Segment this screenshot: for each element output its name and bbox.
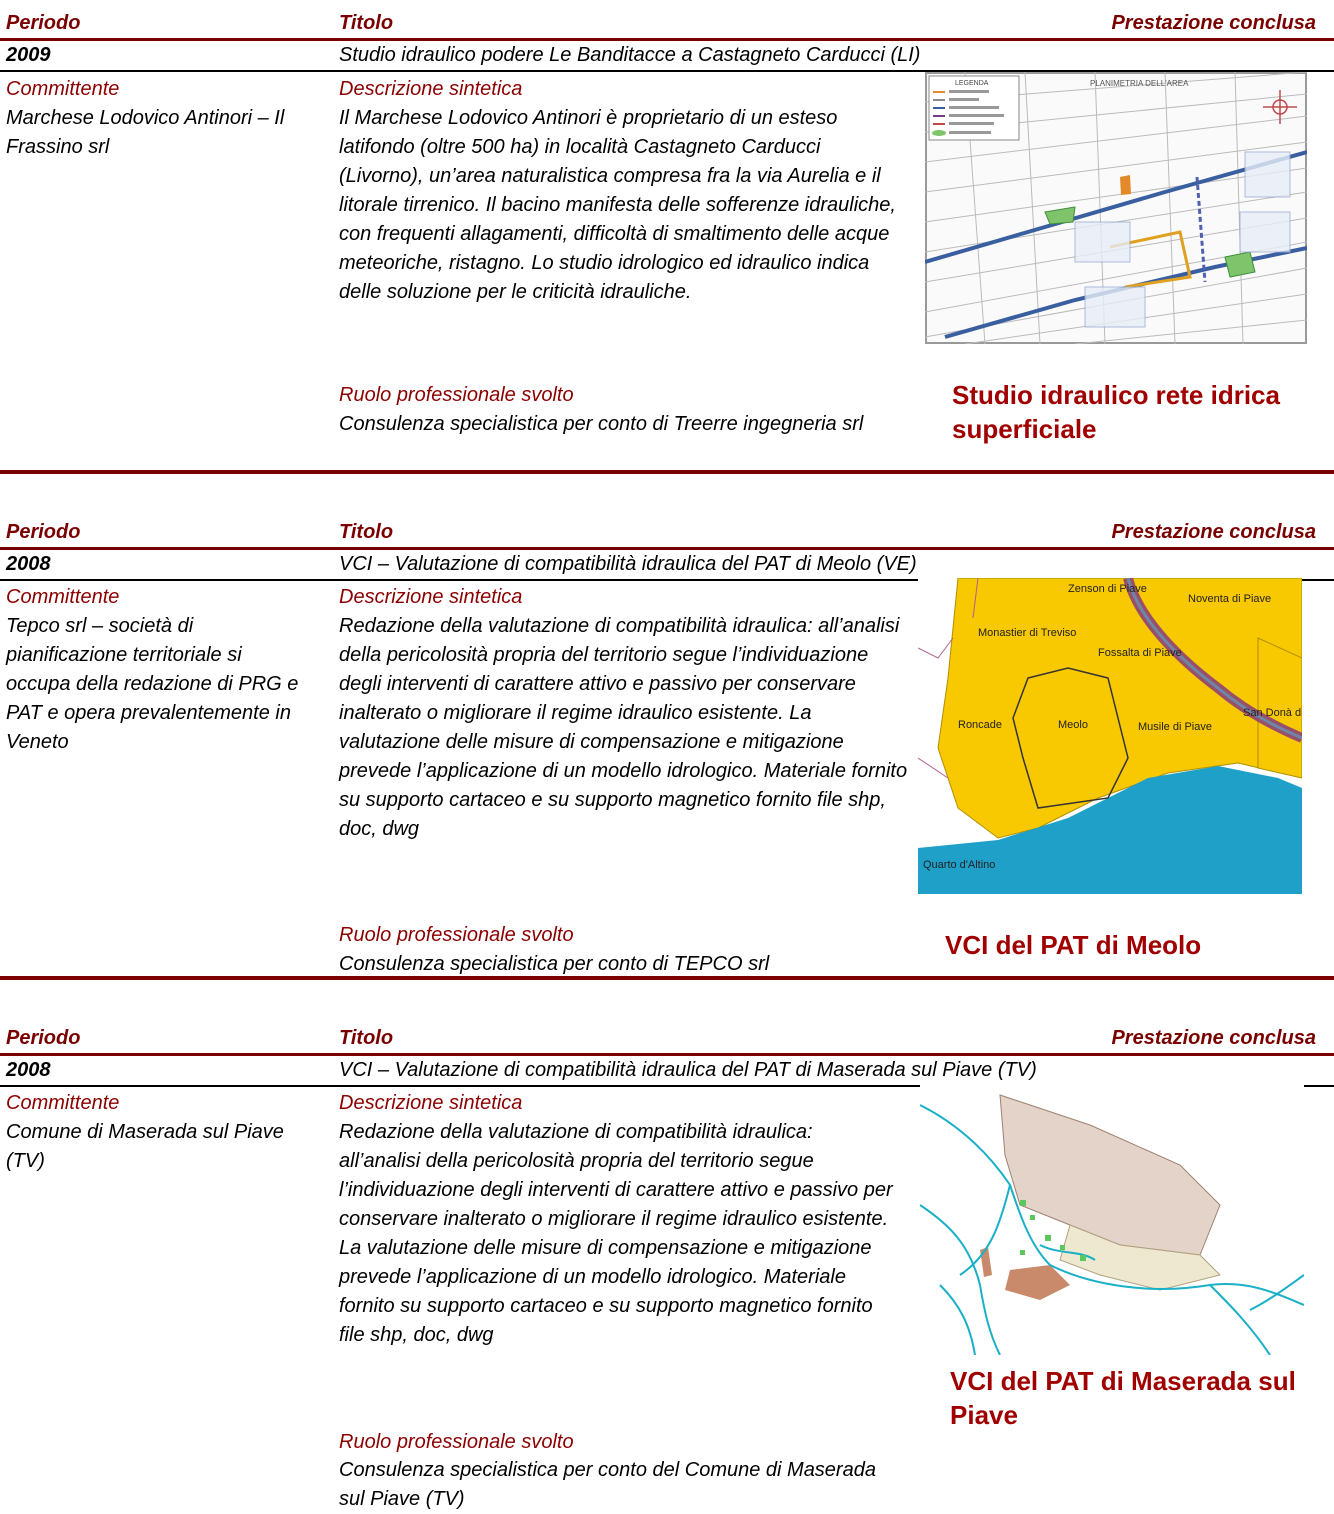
meolo-map-image: Zenson di Piave Noventa di Piave Monasti… — [918, 578, 1302, 894]
ruolo-label: Ruolo professionale svolto — [339, 1431, 574, 1453]
map-label-zenson: Zenson di Piave — [1068, 583, 1147, 595]
client-text: Tepco srl – società di pianificazione te… — [6, 615, 299, 753]
periodo-label: Periodo — [6, 12, 81, 34]
description-text: Redazione della valutazione di compatibi… — [339, 615, 908, 840]
titolo-label: Titolo — [339, 1027, 394, 1049]
map-title: PLANIMETRIA DELL'AREA — [1090, 79, 1189, 88]
role-text: Consulenza specialistica per conto di TE… — [339, 953, 770, 975]
section-header: Periodo Titolo Prestazione conclusa — [0, 519, 1334, 550]
map-label-roncade: Roncade — [958, 719, 1002, 731]
year-title-row: 2008 VCI – Valutazione di compatibilità … — [0, 551, 1334, 581]
project-title: Studio idraulico podere Le Banditacce a … — [339, 44, 921, 66]
periodo-label: Periodo — [6, 521, 81, 543]
prestazione-label: Prestazione conclusa — [1111, 1027, 1316, 1049]
descrizione-label: Descrizione sintetica — [339, 586, 523, 608]
map-label-quarto: Quarto d'Altino — [923, 859, 995, 871]
client-text: Marchese Lodovico Antinori – Il Frassino… — [6, 107, 285, 158]
ruolo-label: Ruolo professionale svolto — [339, 924, 574, 946]
caption: Studio idraulico rete idrica superficial… — [952, 380, 1280, 444]
maserada-map-image — [920, 1085, 1304, 1355]
descrizione-label: Descrizione sintetica — [339, 78, 523, 100]
project-year: 2008 — [6, 1059, 51, 1081]
section-header: Periodo Titolo Prestazione conclusa — [0, 10, 1334, 41]
prestazione-label: Prestazione conclusa — [1111, 521, 1316, 543]
year-title-row: 2008 VCI – Valutazione di compatibilità … — [0, 1057, 1334, 1087]
legend-title: LEGENDA — [955, 80, 989, 87]
map-label-musile: Musile di Piave — [1138, 721, 1212, 733]
titolo-label: Titolo — [339, 12, 394, 34]
section-divider — [0, 470, 1334, 474]
map-label-monastier: Monastier di Treviso — [978, 627, 1076, 639]
section-divider — [0, 976, 1334, 980]
project-title: VCI – Valutazione di compatibilità idrau… — [339, 553, 917, 575]
map-label-sandona: San Donà di — [1243, 707, 1302, 719]
section-header: Periodo Titolo Prestazione conclusa — [0, 1025, 1334, 1056]
committente-label: Committente — [6, 1092, 120, 1114]
map-label-meolo: Meolo — [1058, 719, 1088, 731]
hydraulic-map-image: LEGENDA PLANIMETRIA DELL'AREA — [925, 72, 1307, 344]
role-text: Consulenza specialistica per conto di Tr… — [339, 413, 864, 435]
committente-label: Committente — [6, 78, 120, 100]
caption: VCI del PAT di Maserada sul Piave — [950, 1366, 1296, 1430]
year-title-row: 2009 Studio idraulico podere Le Banditac… — [0, 42, 1334, 72]
project-title: VCI – Valutazione di compatibilità idrau… — [339, 1059, 1037, 1081]
prestazione-label: Prestazione conclusa — [1111, 12, 1316, 34]
descrizione-label: Descrizione sintetica — [339, 1092, 523, 1114]
caption: VCI del PAT di Meolo — [945, 930, 1202, 960]
titolo-label: Titolo — [339, 521, 394, 543]
client-text: Comune di Maserada sul Piave (TV) — [6, 1121, 284, 1172]
ruolo-label: Ruolo professionale svolto — [339, 384, 574, 406]
description-text: Il Marchese Lodovico Antinori è propriet… — [339, 107, 896, 303]
committente-label: Committente — [6, 586, 120, 608]
map-label-fossalta: Fossalta di Piave — [1098, 647, 1182, 659]
project-year: 2008 — [6, 553, 51, 575]
project-year: 2009 — [6, 44, 51, 66]
periodo-label: Periodo — [6, 1027, 81, 1049]
description-text: Redazione della valutazione di compatibi… — [339, 1121, 893, 1346]
role-text: Consulenza specialistica per conto del C… — [339, 1459, 876, 1510]
map-label-noventa: Noventa di Piave — [1188, 593, 1271, 605]
